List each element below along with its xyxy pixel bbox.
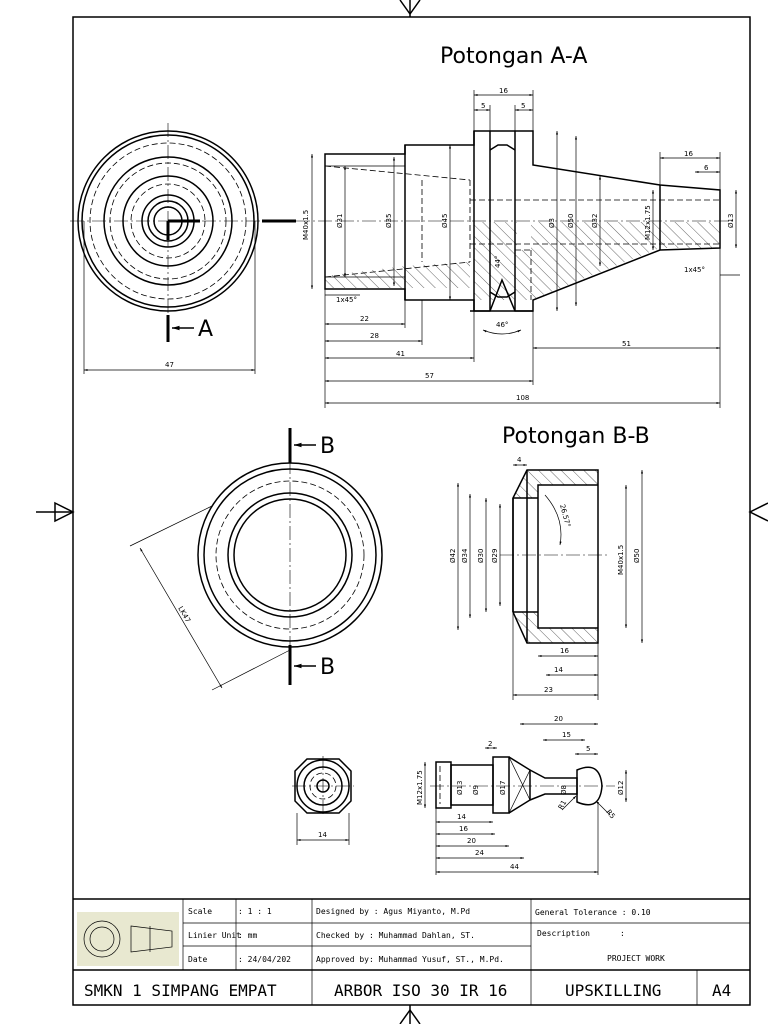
chamfer-left: 1x45° xyxy=(336,296,357,304)
section-a-title: Potongan A-A xyxy=(440,44,587,69)
dim-51: 51 xyxy=(622,340,631,348)
angle-44: 44° xyxy=(494,256,502,268)
dim-14-c: 14 xyxy=(457,813,466,821)
stud-end-view: 14 xyxy=(292,756,354,845)
title-block: Scale : 1 : 1 Linier Unit : mm Date : 24… xyxy=(73,898,750,1005)
scale-label: Scale xyxy=(188,907,212,916)
dim-d50-a: Ø50 xyxy=(567,214,575,228)
stud-side-view: 20 15 5 2 M12x1.75 Ø13 Ø9 Ø17 Ø8 Ø12 R1 … xyxy=(416,715,628,875)
dim-20-top: 20 xyxy=(554,715,563,723)
description-label: Description xyxy=(537,929,590,938)
description-colon: : xyxy=(620,929,625,938)
front-view-a: A 47 xyxy=(70,123,296,374)
dim-d8: Ø8 xyxy=(560,785,568,795)
dim-d13-c: Ø13 xyxy=(456,781,464,795)
dim-23: 23 xyxy=(544,686,553,694)
dim-d17: Ø17 xyxy=(499,781,507,795)
dim-16-b: 16 xyxy=(560,647,569,655)
dim-28: 28 xyxy=(370,332,379,340)
scale-value: : 1 : 1 xyxy=(238,907,272,916)
dim-m12-c: M12x1.75 xyxy=(416,770,424,805)
dim-m40-a: M40x1.5 xyxy=(302,210,310,240)
dim-d42: Ø42 xyxy=(449,549,457,563)
dim-m12-a: M12x1.75 xyxy=(644,205,652,240)
svg-text:Potongan A-A: Potongan A-A xyxy=(440,44,587,69)
dim-14-front: 14 xyxy=(318,831,327,839)
dim-47: 47 xyxy=(165,361,174,369)
dim-d45: Ø45 xyxy=(441,214,449,228)
paper-size: A4 xyxy=(712,981,731,1000)
dim-22: 22 xyxy=(360,315,369,323)
dim-d34: Ø34 xyxy=(461,548,469,563)
dim-d12: Ø12 xyxy=(617,781,625,795)
dim-d35: Ø35 xyxy=(385,214,393,228)
dim-57: 57 xyxy=(425,372,434,380)
cut-label-a: A xyxy=(198,317,213,342)
svg-text:Potongan B-B: Potongan B-B xyxy=(502,424,650,449)
dim-d31: Ø31 xyxy=(336,214,344,228)
part-thumbnail xyxy=(77,912,179,966)
dim-d13-a: Ø13 xyxy=(727,214,735,228)
cut-label-b-top: B xyxy=(320,434,335,459)
dim-d30: Ø30 xyxy=(477,549,485,563)
angle-46: 46° xyxy=(496,321,508,329)
dim-20-c: 20 xyxy=(467,837,476,845)
dim-m40-b: M40x1.5 xyxy=(617,545,625,575)
school-name: SMKN 1 SIMPANG EMPAT xyxy=(84,981,277,1000)
dim-5-left: 5 xyxy=(481,102,485,110)
dim-d50-b: Ø50 xyxy=(633,549,641,563)
dim-24: 24 xyxy=(475,849,484,857)
dim-6: 6 xyxy=(704,164,709,172)
dim-d3: Ø3 xyxy=(548,218,556,228)
dim-2: 2 xyxy=(488,740,492,748)
dim-14-b: 14 xyxy=(554,666,563,674)
part-name: ARBOR ISO 30 IR 16 xyxy=(334,981,507,1000)
dim-16-c: 16 xyxy=(459,825,468,833)
dim-15: 15 xyxy=(562,731,571,739)
dim-44: 44 xyxy=(510,863,519,871)
checked-by: Checked by : Muhammad Dahlan, ST. xyxy=(316,931,475,940)
dim-d9: Ø9 xyxy=(472,785,480,795)
radius-r1: R1 xyxy=(557,799,569,811)
dim-41: 41 xyxy=(396,350,405,358)
description-value: PROJECT WORK xyxy=(607,954,665,963)
dim-4: 4 xyxy=(517,456,522,464)
chamfer-right: 1x45° xyxy=(684,266,705,274)
section-b-title: Potongan B-B xyxy=(502,424,650,449)
designed-by: Designed by : Agus Miyanto, M.Pd xyxy=(316,907,470,916)
dim-16-top: 16 xyxy=(499,87,508,95)
date-value: : 24/04/202 xyxy=(238,955,291,964)
dim-108: 108 xyxy=(516,394,529,402)
section-view-b: 26.57° 4 Ø42 Ø34 Ø30 Ø29 M40x1.5 Ø50 16 … xyxy=(449,456,644,700)
unit-value: : mm xyxy=(238,931,257,940)
dim-5-c: 5 xyxy=(586,745,590,753)
general-tolerance: General Tolerance : 0.10 xyxy=(535,908,651,917)
approved-by: Approved by: Muhammad Yusuf, ST., M.Pd. xyxy=(316,955,504,964)
unit-label: Linier Unit xyxy=(188,931,241,940)
front-view-b: B B LK47 xyxy=(129,428,383,691)
cut-label-b-bottom: B xyxy=(320,655,335,680)
radius-r5: R5 xyxy=(604,808,616,820)
drawing-frame xyxy=(36,0,768,1024)
dim-d29: Ø29 xyxy=(491,549,499,563)
project-name: UPSKILLING xyxy=(565,981,661,1000)
section-view-a: M40x1.5 Ø31 Ø35 Ø45 Ø3 Ø50 Ø32 M12x1.75 … xyxy=(296,87,740,408)
dim-d32: Ø32 xyxy=(591,214,599,228)
date-label: Date xyxy=(188,955,207,964)
dim-16-right: 16 xyxy=(684,150,693,158)
dim-5-right: 5 xyxy=(521,102,525,110)
